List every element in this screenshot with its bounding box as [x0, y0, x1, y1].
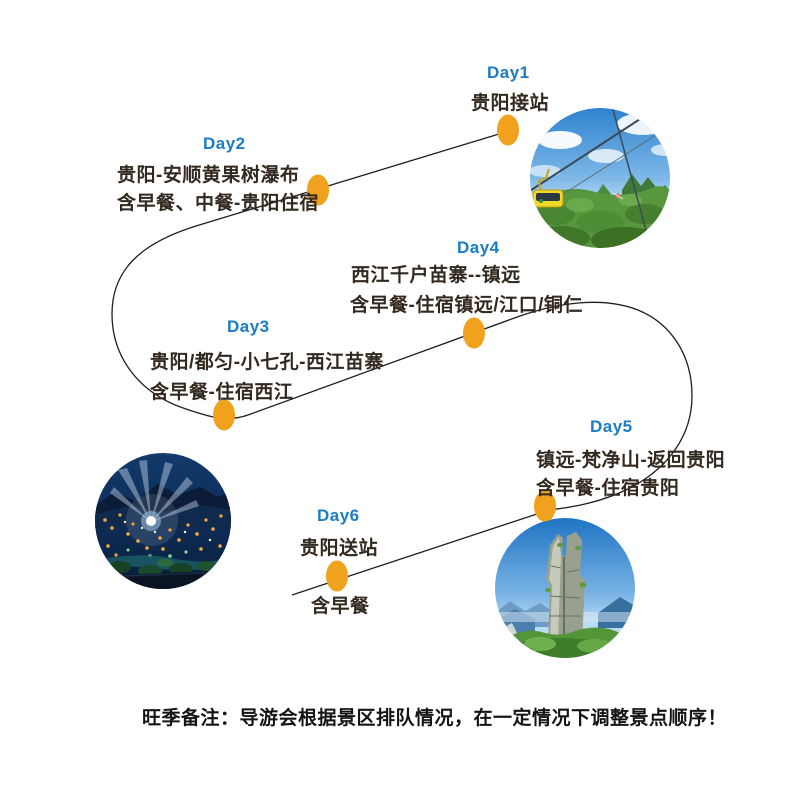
day2-desc-2: 含早餐、中餐-贵阳住宿	[117, 193, 319, 214]
day6-marker	[326, 560, 348, 592]
photo-cable-car	[530, 108, 670, 248]
day1-label: Day1	[487, 63, 530, 82]
day2-label: Day2	[203, 134, 246, 153]
day6-meal-note: 含早餐	[311, 596, 370, 617]
day4-desc-2: 含早餐-住宿镇远/江口/铜仁	[350, 295, 583, 316]
day5-desc-1: 镇远-梵净山-返回贵阳	[536, 450, 726, 471]
village-lights	[103, 513, 223, 557]
light-beams	[110, 460, 199, 522]
day4-marker	[463, 317, 485, 349]
photo-night-village	[95, 453, 231, 589]
day1-desc-1: 贵阳接站	[471, 93, 550, 114]
day6-label: Day6	[317, 506, 360, 525]
day5-desc-2: 含早餐-住宿贵阳	[536, 478, 680, 499]
day2-desc-1: 贵阳-安顺黄果树瀑布	[117, 165, 300, 186]
day6-desc-1: 贵阳送站	[300, 538, 379, 559]
day5-label: Day5	[590, 417, 633, 436]
day3-desc-1: 贵阳/都匀-小七孔-西江苗寨	[150, 352, 384, 373]
village-lights-white	[123, 520, 212, 542]
day3-desc-2: 含早餐-住宿西江	[150, 382, 294, 403]
day4-label: Day4	[457, 238, 500, 257]
peak-season-note: 旺季备注：导游会根据景区排队情况，在一定情况下调整景点顺序！	[142, 708, 728, 729]
route-path	[111, 133, 693, 596]
day2-marker	[307, 174, 329, 206]
day4-desc-1: 西江千户苗寨--镇远	[351, 265, 521, 286]
day5-marker	[534, 490, 556, 522]
day3-marker	[213, 399, 235, 431]
photo-rock-pillar	[495, 518, 635, 658]
day3-label: Day3	[227, 317, 270, 336]
day1-marker	[497, 114, 519, 146]
